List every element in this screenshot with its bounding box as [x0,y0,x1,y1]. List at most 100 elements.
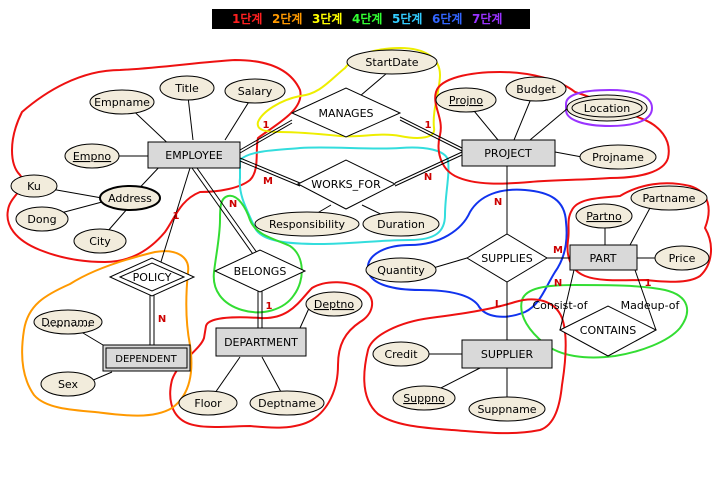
stage-outline-belongs [212,194,303,314]
entity-dependent-label: DEPENDENT [115,354,177,365]
relationship-policy-label: POLICY [133,271,172,284]
attribute-partname-label: Partname [643,192,696,205]
entity-department-label: DEPARTMENT [224,336,298,349]
cardinality-supplies-project: N [494,197,502,208]
cardinality-works-for-employee: M [263,176,273,187]
stage-legend: 1단계 2단계 3단계 4단계 5단계 6단계 7단계 [212,9,530,29]
attribute-city[interactable] [73,228,127,254]
legend-item-7: 7단계 [472,11,502,26]
cardinality-policy-employee: 1 [173,211,180,222]
attribute-location[interactable] [566,94,648,122]
attribute-dong[interactable] [15,206,69,232]
attribute-responsibility[interactable] [254,211,360,237]
legend-item-4: 4단계 [352,11,382,26]
attribute-empname-label: Empname [94,96,150,109]
attribute-depname[interactable] [33,309,103,335]
attribute-budget[interactable] [505,76,567,102]
role-label-consist-of: Consist-of [533,299,589,312]
role-label-madeup-of: Madeup-of [621,299,681,312]
attribute-location-label: Location [584,102,631,115]
attribute-quantity[interactable] [365,257,437,283]
relationship-works-for-label: WORKS_FOR [311,178,381,191]
attribute-duration-label: Duration [377,218,425,231]
attribute-address[interactable] [99,185,161,211]
relationship-belongs[interactable] [213,249,307,293]
relationship-contains[interactable] [558,305,658,357]
cardinality-contains-madeup: 1 [645,278,652,289]
entity-part-label: PART [589,252,616,265]
attribute-empno[interactable] [64,143,120,169]
cardinality-manages-project: 1 [425,120,432,131]
attribute-floor-label: Floor [194,397,222,410]
entity-supplier[interactable] [461,339,553,369]
cardinality-belongs-employee: N [229,199,237,210]
relationship-manages[interactable] [290,87,402,138]
attribute-price-label: Price [669,252,696,265]
legend-item-6: 6단계 [432,11,462,26]
attribute-sex[interactable] [40,371,96,397]
attribute-partno-label: Partno [586,210,622,223]
legend-item-1: 1단계 [232,11,262,26]
relationship-contains-label: CONTAINS [580,324,636,337]
attribute-suppno-label: Suppno [403,392,445,405]
attribute-empno-label: Empno [73,150,112,163]
cardinality-contains-consist: N [554,278,562,289]
entity-employee[interactable] [147,141,241,169]
cardinality-works-for-project: N [424,172,432,183]
stage-outline-employee [6,59,302,263]
attribute-floor[interactable] [178,390,238,416]
attribute-location-inner [571,98,643,118]
attribute-title[interactable] [159,75,215,101]
legend-item-5: 5단계 [392,11,422,26]
attribute-depname-label: Depname [41,316,95,329]
relationship-supplies[interactable] [466,233,548,283]
attribute-city-label: City [89,235,111,248]
attribute-startdate[interactable] [346,49,438,75]
attribute-title-label: Title [174,82,199,95]
cardinality-policy-dependent: N [158,314,166,325]
attribute-projname[interactable] [579,144,657,170]
relationship-works-for[interactable] [296,159,397,210]
stage-outline-works-for [238,146,450,245]
attribute-salary-label: Salary [238,85,273,98]
stage-outline-dependent [21,250,193,417]
entity-department[interactable] [215,327,307,357]
attribute-deptname-label: Deptname [258,397,316,410]
entity-dependent-inner [105,347,188,369]
double-lines [149,116,463,345]
attribute-partno[interactable] [575,203,633,229]
attribute-partname[interactable] [630,185,708,211]
relationship-policy[interactable] [108,257,196,297]
attribute-salary[interactable] [224,78,286,104]
relationship-belongs-label: BELONGS [234,265,287,278]
attribute-address-label: Address [108,192,152,205]
stage-outline-supplier [363,298,567,435]
entity-supplier-label: SUPPLIER [481,348,534,361]
attribute-credit[interactable] [372,341,430,367]
relationship-manages-label: MANAGES [318,107,373,120]
attribute-credit-label: Credit [384,348,418,361]
stage-outline-part [566,182,712,283]
attribute-deptno[interactable] [305,291,363,317]
cardinality-supplies-supplier: L [495,299,502,310]
entity-project-label: PROJECT [484,147,532,160]
attribute-empname[interactable] [89,89,155,115]
attribute-suppname-label: Suppname [477,403,536,416]
attribute-projno[interactable] [435,87,497,113]
attribute-dong-label: Dong [27,213,56,226]
entity-employee-label: EMPLOYEE [165,149,223,162]
attribute-ku[interactable] [10,174,58,198]
cardinality-belongs-department: 1 [266,301,273,312]
entity-part[interactable] [569,244,638,271]
attribute-suppno[interactable] [392,385,456,411]
attribute-quantity-label: Quantity [377,264,425,277]
stage-outline-department [169,281,374,429]
attribute-suppname[interactable] [468,396,546,422]
attribute-duration[interactable] [362,211,440,237]
attribute-deptname[interactable] [249,390,325,416]
attribute-price[interactable] [654,245,710,271]
entity-project[interactable] [461,139,556,167]
entity-dependent[interactable] [102,344,191,372]
